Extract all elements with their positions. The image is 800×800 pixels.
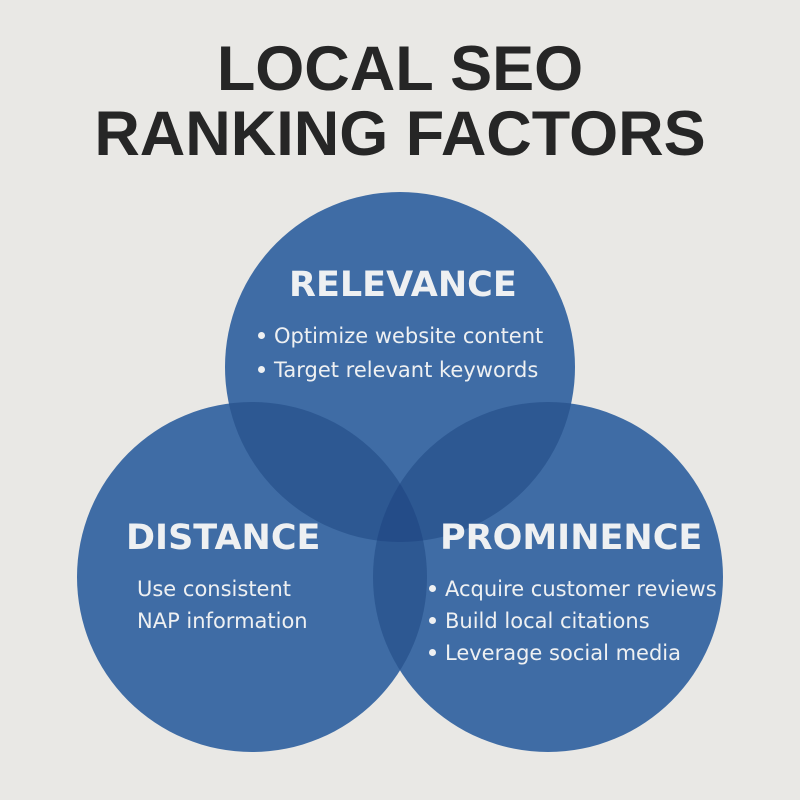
title-text-line-1: LOCAL SEO (216, 34, 584, 104)
relevance-item: Optimize website content (258, 326, 543, 347)
prominence-item: Acquire customer reviews (429, 579, 717, 600)
relevance-item-text: Target relevant keywords (274, 358, 539, 382)
distance-item: NAP information (137, 609, 308, 633)
title-line-2: RANKING FACTORS (0, 103, 800, 166)
bullet-icon (258, 331, 265, 339)
bullet-icon (429, 616, 436, 624)
relevance-heading: RELEVANCE (289, 265, 517, 305)
title-line-1: LOCAL SEO (0, 38, 800, 101)
prominence-item-text: Acquire customer reviews (445, 577, 717, 601)
title-text-line-2: RANKING FACTORS (94, 99, 706, 169)
bullet-icon (429, 584, 436, 592)
distance-heading: DISTANCE (126, 518, 321, 558)
relevance-item-text: Optimize website content (274, 324, 544, 348)
overlap-relevance-prominence (373, 402, 575, 542)
prominence-item-text: Build local citations (445, 609, 650, 633)
prominence-item: Leverage social media (429, 643, 681, 664)
prominence-heading: PROMINENCE (440, 518, 703, 558)
prominence-item: Build local citations (429, 611, 650, 632)
relevance-item: Target relevant keywords (258, 360, 538, 381)
prominence-item-text: Leverage social media (445, 641, 681, 665)
overlap-relevance-distance (225, 402, 427, 542)
bullet-icon (258, 365, 265, 373)
distance-item: Use consistent (137, 577, 292, 601)
bullet-icon (429, 648, 436, 656)
